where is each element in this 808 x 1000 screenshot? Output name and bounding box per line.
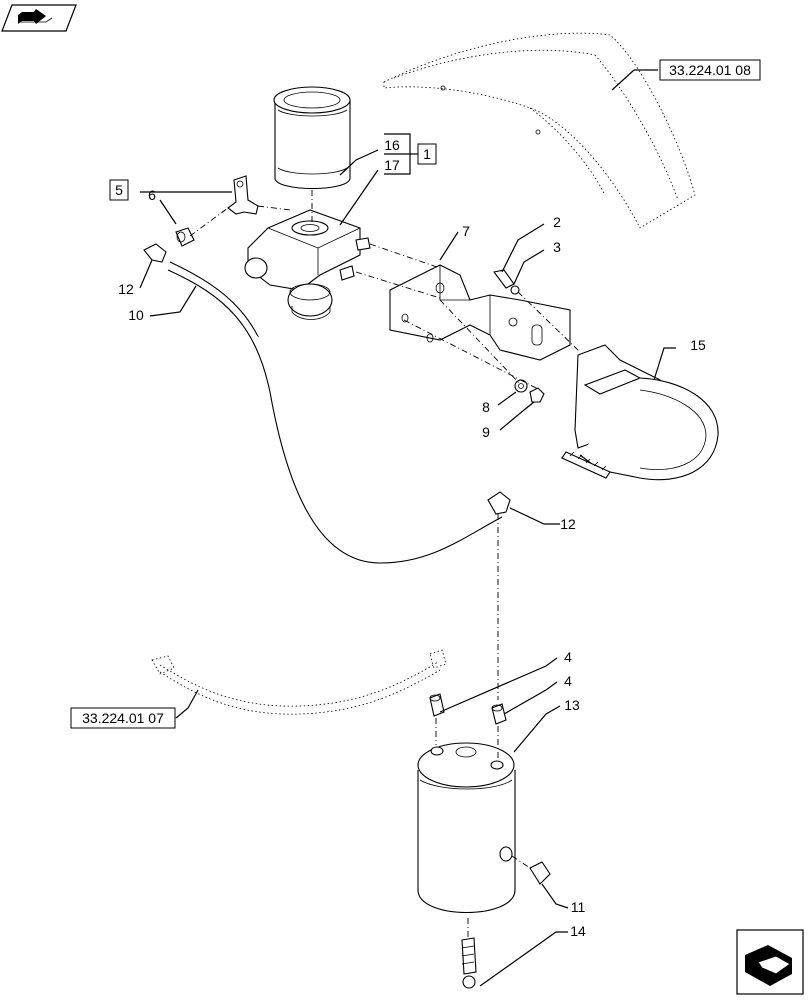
fender-outline: [383, 32, 696, 229]
callout-14: 14: [570, 923, 586, 939]
plug-4-right: [491, 703, 507, 725]
elbow-fitting-lower: [487, 491, 511, 515]
plug-4-left: [429, 693, 445, 717]
callout-5: 5: [115, 182, 123, 198]
callout-10: 10: [128, 307, 144, 323]
callout-4-lower: 4: [564, 673, 572, 689]
callout-12-upper: 12: [118, 281, 134, 297]
book-arrow-icon[interactable]: [1, 4, 77, 32]
tee-fitting: [227, 175, 259, 215]
callout-9: 9: [482, 424, 490, 440]
lower-hose-outline: [151, 649, 447, 715]
filter-cartridge: [273, 86, 351, 189]
callout-1: 1: [423, 146, 431, 162]
union-fitting: [175, 227, 195, 247]
callout-11: 11: [571, 899, 586, 915]
leader-lines: [139, 69, 676, 987]
next-page-arrow-icon[interactable]: [736, 929, 804, 995]
assembly-lines: [189, 190, 581, 938]
ref-box-top-right[interactable]: 33.224.01 08: [659, 59, 761, 81]
callout-12-lower: 12: [560, 516, 576, 532]
callout-17: 17: [384, 157, 400, 173]
callout-15: 15: [690, 337, 706, 353]
mounting-bracket: [389, 264, 571, 361]
ref-label-left: 33.224.01 07: [82, 710, 164, 726]
callout-bracket-16-17: [384, 133, 418, 175]
callout-box-1: 1: [417, 143, 437, 165]
air-hose: [167, 261, 503, 564]
callout-13: 13: [564, 697, 580, 713]
callout-8: 8: [482, 399, 490, 415]
callout-box-5: 5: [109, 179, 129, 201]
ref-label-top-right: 33.224.01 08: [669, 62, 751, 78]
callout-2: 2: [553, 214, 561, 230]
callout-3: 3: [553, 239, 561, 255]
callout-4-upper: 4: [564, 649, 572, 665]
ref-box-left[interactable]: 33.224.01 07: [70, 707, 176, 729]
air-dryer-body: [244, 209, 371, 320]
air-tank: [417, 742, 516, 913]
callout-6: 6: [148, 187, 156, 203]
drain-valve: [461, 937, 477, 989]
elbow-fitting-upper: [143, 243, 167, 263]
callout-7: 7: [462, 223, 470, 239]
nut-washer: [514, 379, 545, 403]
callout-16: 16: [384, 137, 400, 153]
tank-clamp-bracket: [561, 344, 719, 481]
plug-11: [529, 861, 551, 885]
